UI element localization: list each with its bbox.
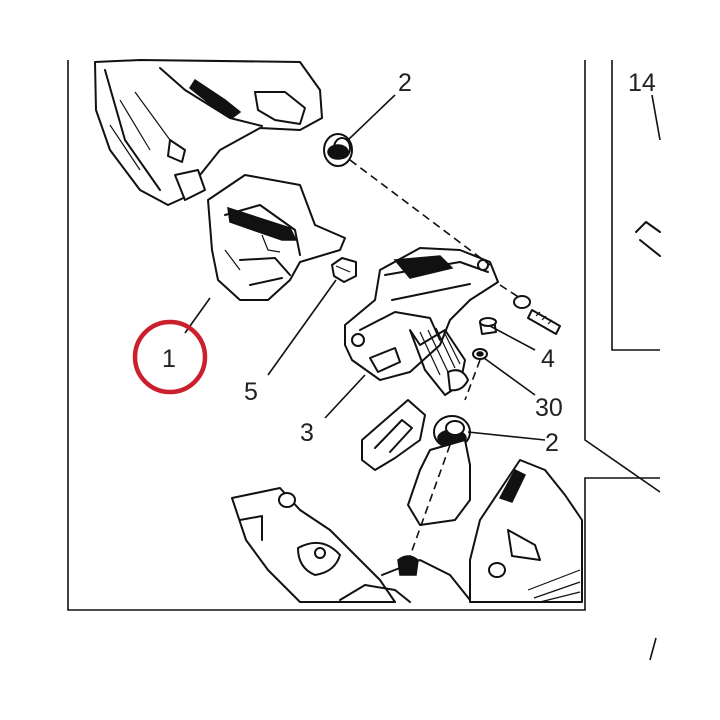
part-4-screw xyxy=(479,317,497,335)
bolt-with-washer xyxy=(513,295,561,335)
callout-1: 1 xyxy=(162,345,176,373)
part-30-washer xyxy=(472,348,488,360)
leader-lines xyxy=(184,94,546,441)
part-2-bushing-top xyxy=(323,133,353,167)
part-3-bracket xyxy=(344,247,499,396)
part-5-clip xyxy=(331,257,357,283)
callout-14: 14 xyxy=(628,69,656,97)
callout-2-bottom: 2 xyxy=(545,429,559,457)
main-frame xyxy=(67,60,661,611)
callout-30: 30 xyxy=(535,394,563,422)
callout-3: 3 xyxy=(300,419,314,447)
callout-2-top: 2 xyxy=(398,69,412,97)
highlight-ring xyxy=(132,319,208,395)
lower-assembly xyxy=(231,399,583,603)
part-2-bushing-bottom xyxy=(433,415,471,449)
callout-5: 5 xyxy=(244,378,258,406)
callout-4: 4 xyxy=(541,345,555,373)
inset-frame xyxy=(611,60,661,661)
part-1-cover xyxy=(207,174,346,301)
assembly-lines xyxy=(349,159,521,571)
lamp-housing xyxy=(94,59,323,206)
